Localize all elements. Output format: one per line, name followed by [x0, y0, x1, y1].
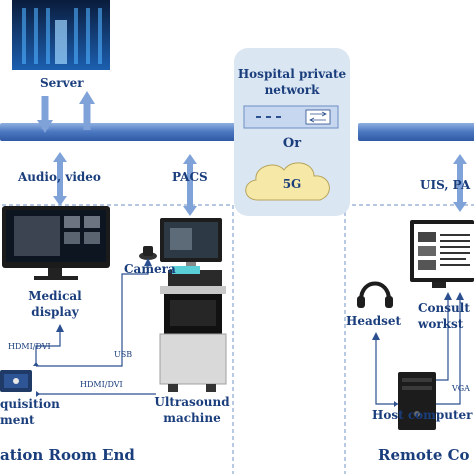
headset-label: Headset: [346, 314, 402, 328]
medical-display-label-line1: Medical: [28, 289, 82, 303]
right-backbone: [358, 123, 474, 141]
acquisition-label: quisition ment: [0, 396, 60, 428]
server-down-arrow-head: [37, 120, 53, 133]
server-image: [12, 0, 110, 70]
exam-room-cables: [35, 262, 156, 395]
left-backbone: [0, 123, 240, 141]
consultation-workstation-icon: [410, 220, 474, 288]
acquisition-label-line2: ment: [0, 413, 35, 427]
remote-cables: [375, 296, 461, 405]
acquisition-label-line1: quisition: [0, 397, 60, 411]
pacs-label: PACS: [172, 170, 208, 184]
medical-display-icon: [2, 206, 110, 280]
ultrasound-label: Ultrasound machine: [150, 394, 234, 426]
remote-end-label: Remote Co: [378, 446, 470, 464]
host-computer-label: Host computer: [372, 408, 473, 422]
examination-room-end-label: ation Room End: [0, 446, 135, 464]
server-label: Server: [40, 76, 84, 90]
consultation-label-line2: workst: [418, 317, 464, 331]
network-title: Hospital private network: [234, 66, 350, 98]
ultrasound-machine-icon: [159, 218, 227, 392]
fiveg-cloud: [245, 162, 330, 201]
uis-label: UIS, PA: [420, 178, 471, 192]
network-title-line2: network: [264, 83, 320, 97]
medical-display-label-line2: display: [31, 305, 79, 319]
consultation-label-line1: Consult: [418, 301, 470, 315]
camera-icon: [139, 246, 157, 260]
headset-icon: [357, 281, 393, 308]
camera-label: Camera: [124, 262, 176, 276]
audio-video-label: Audio, video: [18, 170, 101, 184]
usb-label: USB: [114, 350, 133, 359]
consultation-label: Consult workst: [418, 300, 470, 332]
remote-end-frame: [344, 204, 474, 474]
network-title-line1: Hospital private: [237, 67, 347, 81]
or-label: Or: [282, 136, 302, 151]
ultrasound-label-line2: machine: [163, 411, 221, 425]
examination-room-frame: [0, 204, 234, 474]
hdmi-dvi-label-2: HDMI/DVI: [80, 380, 123, 389]
host-computer-icon: [398, 372, 436, 430]
acquisition-device-icon: [0, 370, 32, 392]
vga-label: VGA: [452, 384, 470, 393]
fiveg-label: 5G: [282, 177, 302, 191]
ultrasound-label-line1: Ultrasound: [154, 395, 230, 409]
server-up-arrow-head: [79, 91, 95, 104]
medical-display-label: Medical display: [20, 288, 90, 320]
router-icon: [243, 105, 339, 129]
hdmi-dvi-label-1: HDMI/DVI: [8, 342, 51, 351]
